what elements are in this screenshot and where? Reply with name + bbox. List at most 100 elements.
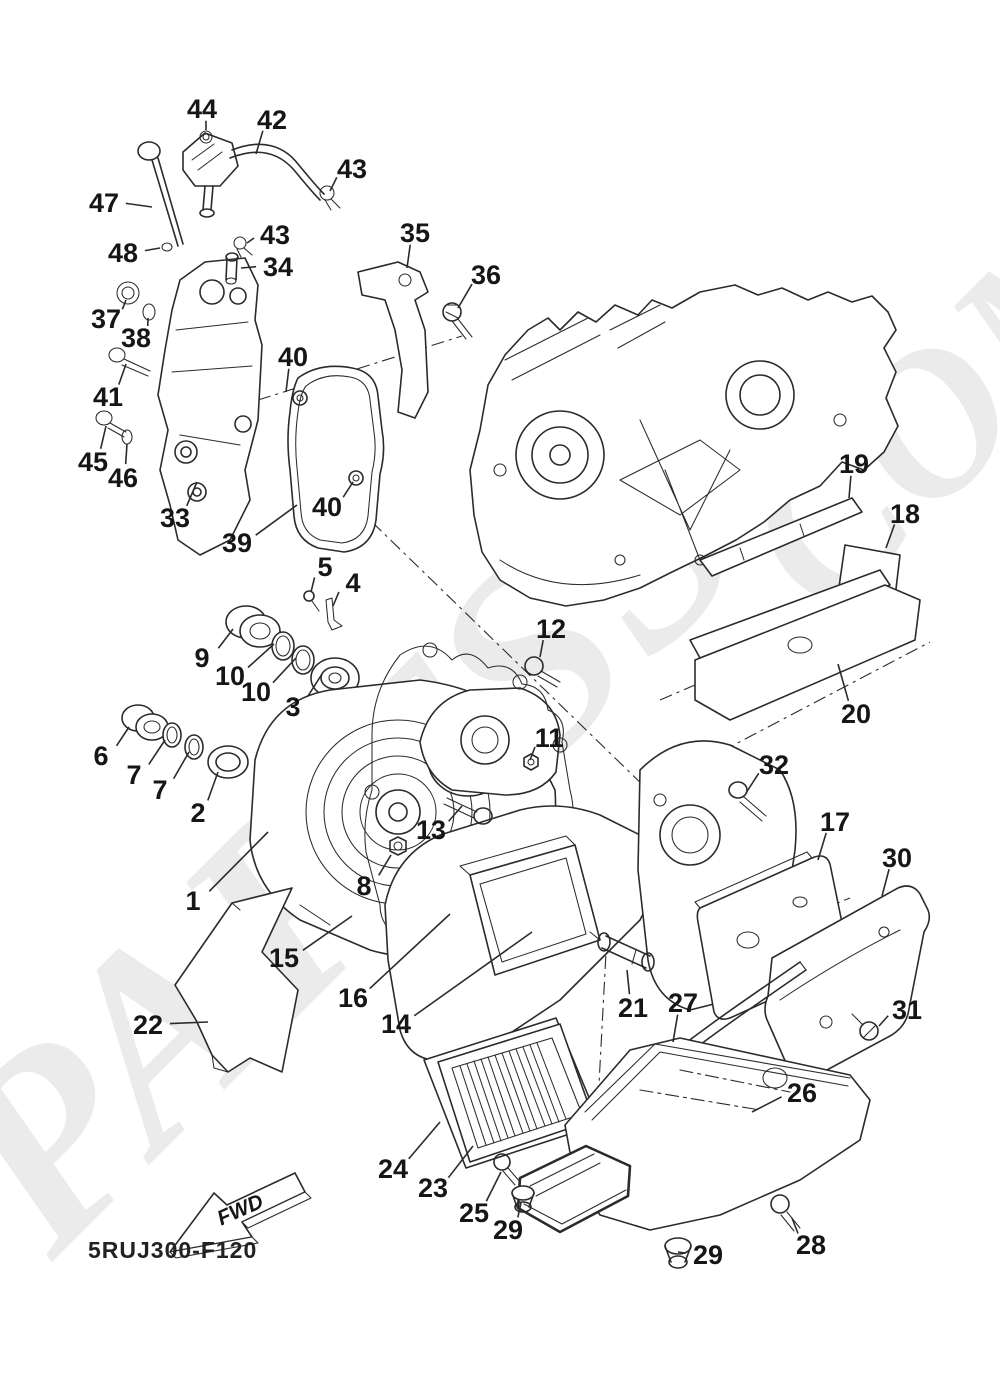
part-number-7: 7: [152, 775, 167, 805]
part-number-1: 1: [185, 886, 200, 916]
callout-leader-28: [791, 1217, 799, 1234]
pump-cover-gasket: [287, 365, 385, 553]
part-number-13: 13: [416, 815, 446, 845]
callout-leader-22: [169, 1021, 209, 1025]
callout-leader-29: [677, 1251, 687, 1254]
part-number-34: 34: [263, 252, 293, 282]
callout-leader-15: [302, 915, 353, 951]
callout-leader-39: [255, 504, 298, 536]
part-number-40: 40: [312, 492, 342, 522]
seal-strips: [689, 497, 921, 721]
part-number-39: 39: [222, 528, 252, 558]
part-number-6: 6: [93, 741, 108, 771]
part-number-35: 35: [400, 218, 430, 248]
part-number-15: 15: [269, 943, 299, 973]
grommet: [348, 470, 364, 486]
callout-leader-34: [240, 265, 257, 269]
cvt-inner-cover: [384, 805, 661, 1062]
part-number-8: 8: [356, 871, 371, 901]
dipstick-and-breather: [137, 130, 341, 285]
callout-leader-21: [626, 969, 631, 995]
callout-leader-16: [369, 913, 451, 990]
part-number-30: 30: [882, 843, 912, 873]
part-number-26: 26: [787, 1078, 817, 1108]
part-number-42: 42: [257, 105, 287, 135]
callout-leader-30: [881, 868, 890, 897]
callout-leader-48: [144, 247, 161, 252]
part-number-45: 45: [78, 447, 108, 477]
part-number-46: 46: [108, 463, 138, 493]
part-number-17: 17: [820, 807, 850, 837]
breather-valve-body: [182, 132, 239, 187]
callout-leader-43: [329, 177, 338, 192]
part-number-5: 5: [317, 552, 332, 582]
intake-snorkel: [516, 1144, 632, 1234]
part-number-29: 29: [493, 1215, 523, 1245]
callout-leader-35: [406, 244, 412, 269]
dipstick-cap: [137, 141, 161, 161]
part-number-9: 9: [194, 643, 209, 673]
part-number-11: 11: [535, 723, 564, 753]
callout-leader-10: [247, 643, 275, 669]
callout-leader-8: [378, 854, 392, 876]
callout-leader-10: [272, 657, 297, 684]
grommet: [292, 390, 308, 406]
sensor-bracket: [357, 261, 473, 419]
part-number-36: 36: [471, 260, 501, 290]
callout-leader-41: [118, 363, 127, 385]
callout-leader-24: [408, 1121, 441, 1160]
part-number-24: 24: [378, 1154, 408, 1184]
part-number-27: 27: [668, 988, 698, 1018]
part-number-20: 20: [841, 699, 871, 729]
breather-hose: [229, 143, 325, 201]
diagram-code: 5RUJ300-F120: [88, 1237, 257, 1263]
callout-leader-27: [672, 1014, 679, 1043]
part-number-18: 18: [890, 499, 920, 529]
callout-leader-7: [172, 751, 190, 780]
center-fasteners: [303, 590, 561, 856]
part-number-44: 44: [187, 94, 217, 124]
part-number-37: 37: [91, 304, 121, 334]
callout-leader-43: [246, 237, 255, 244]
air-duct-short: [597, 932, 655, 972]
callout-leader-20: [837, 663, 850, 702]
part-number-43: 43: [260, 220, 290, 250]
callout-leader-33: [185, 481, 198, 507]
part-number-7: 7: [126, 760, 141, 790]
part-number-32: 32: [759, 750, 789, 780]
part-number-19: 19: [839, 449, 869, 479]
part-number-10: 10: [241, 677, 271, 707]
callout-leader-19: [848, 475, 852, 499]
callout-leader-3: [307, 673, 323, 697]
part-number-43: 43: [337, 154, 367, 184]
callout-leader-4: [332, 591, 340, 607]
callout-leader-36: [457, 283, 473, 309]
callout-leader-1: [208, 831, 269, 892]
callout-leader-12: [539, 640, 544, 658]
part-number-22: 22: [133, 1010, 163, 1040]
callout-leader-29: [517, 1202, 522, 1218]
bearing-row-lower: [121, 704, 249, 779]
callout-leader-7: [148, 739, 166, 765]
part-number-12: 12: [536, 614, 566, 644]
callout-leader-18: [885, 524, 896, 549]
callout-leader-26: [751, 1096, 782, 1113]
crankcase-body: [469, 284, 899, 607]
part-number-38: 38: [121, 323, 151, 353]
callout-leader-31: [878, 1015, 889, 1027]
air-cleaner-case: [516, 1037, 871, 1234]
callout-leader-6: [115, 726, 130, 747]
part-number-28: 28: [796, 1230, 826, 1260]
part-number-31: 31: [892, 995, 922, 1025]
callout-leader-25: [485, 1171, 502, 1202]
left-fasteners: [95, 281, 156, 445]
callout-leader-9: [217, 628, 234, 649]
part-number-47: 47: [89, 188, 119, 218]
bottom-fasteners: [493, 1153, 801, 1269]
hose-clamp: [233, 236, 247, 250]
part-number-25: 25: [459, 1198, 489, 1228]
callout-leader-45: [99, 425, 107, 449]
part-number-29: 29: [693, 1240, 723, 1270]
